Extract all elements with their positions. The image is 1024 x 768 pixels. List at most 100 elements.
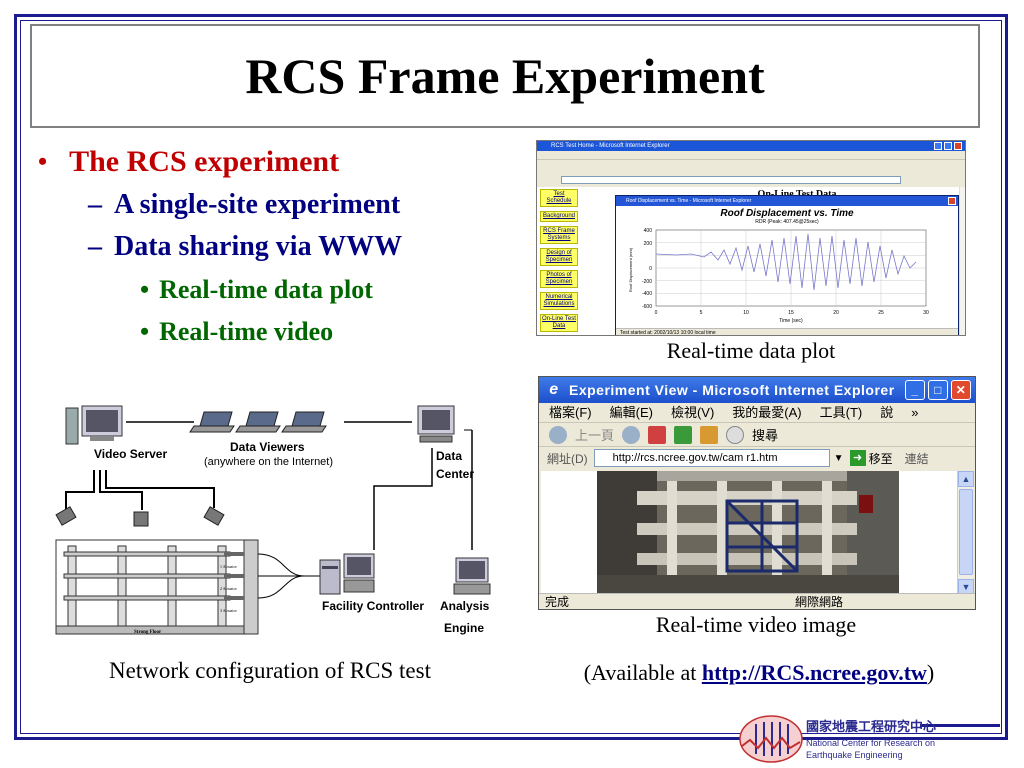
refresh-icon[interactable]	[674, 425, 693, 444]
laptop-icon	[281, 411, 327, 433]
close-button[interactable]	[954, 142, 962, 150]
data-center-label-1: Data	[436, 449, 462, 463]
minimize-button[interactable]: _	[905, 380, 925, 400]
plot-title: Roof Displacement vs. Time	[720, 208, 854, 219]
menu-file[interactable]: 檔案(F)	[549, 405, 592, 420]
analysis-engine-computer-icon	[453, 557, 491, 595]
bullet-level2: – Data sharing via WWW	[88, 231, 508, 263]
scroll-up-icon[interactable]: ▲	[958, 471, 974, 487]
browser-toolbar: 上一頁 搜尋	[539, 423, 975, 447]
browser-menu-bar	[537, 151, 965, 159]
side-menu-item[interactable]: Numerical Simulations	[540, 292, 578, 310]
availability-note: (Available at http://RCS.ncree.gov.tw)	[524, 660, 994, 686]
minimize-button[interactable]	[934, 142, 942, 150]
links-label[interactable]: 連結	[904, 451, 929, 466]
network-caption: Network configuration of RCS test	[109, 658, 431, 683]
bullet-text: The RCS experiment	[69, 145, 340, 178]
logo-english-line2: Earthquake Engineering	[806, 750, 903, 760]
ncree-emblem-icon	[739, 715, 803, 763]
bullet-text: Data sharing via WWW	[114, 231, 403, 262]
rcs-website-link[interactable]: http://RCS.ncree.gov.tw	[701, 660, 927, 685]
camera-icon	[55, 506, 77, 526]
bullet-dot-icon: •	[140, 275, 150, 304]
side-menu-item[interactable]: Background	[540, 211, 578, 222]
live-video-frame	[597, 471, 899, 593]
y-tick: 400	[644, 228, 653, 234]
address-input[interactable]: http://rcs.ncree.gov.tw/cam r1.htm	[593, 449, 830, 467]
facility-controller-label: Facility Controller	[322, 599, 424, 613]
availability-prefix: (Available at	[583, 660, 702, 685]
stop-icon[interactable]	[648, 425, 667, 444]
popup-status-bar: Test started at: 2002/10/13 10:00 local …	[616, 328, 958, 335]
ncree-logo: 國家地震工程研究中心 National Center for Research …	[738, 712, 978, 766]
maximize-button[interactable]	[944, 142, 952, 150]
address-bar: 網址(D) http://rcs.ncree.gov.tw/cam r1.htm…	[539, 447, 975, 469]
x-tick: 5	[700, 310, 703, 316]
side-menu-item[interactable]: Photos of Specimen	[540, 270, 578, 288]
side-menu-item[interactable]: Test Schedule	[540, 189, 578, 207]
x-tick: 20	[833, 310, 839, 316]
bullet-dot-icon: •	[140, 317, 150, 346]
forward-icon[interactable]	[622, 425, 641, 444]
go-button[interactable]: ➜ 移至	[849, 450, 893, 467]
title-box: RCS Frame Experiment	[30, 24, 980, 128]
browser-toolbar	[537, 159, 965, 175]
back-icon[interactable]	[549, 425, 567, 444]
actuator-label: 2 Actuator	[220, 586, 237, 591]
availability-suffix: )	[926, 660, 935, 685]
side-menu-item[interactable]: On-Line Test Data	[540, 314, 578, 332]
analysis-engine-label-1: Analysis	[440, 599, 490, 613]
window-controls: _ □ ✕	[905, 380, 971, 400]
data-viewers-label: Data Viewers	[230, 440, 305, 454]
vertical-scrollbar[interactable]: ▲ ▼	[957, 471, 974, 595]
plot-popup-window: Roof Displacement vs. Time - Microsoft I…	[615, 195, 959, 335]
menu-view[interactable]: 檢視(V)	[670, 405, 715, 420]
bullet-text: A single-site experiment	[114, 189, 401, 220]
close-button[interactable]	[948, 197, 956, 205]
camera-icon	[133, 511, 149, 527]
y-axis-label: Roof Displacement (mm)	[628, 247, 633, 292]
menu-more[interactable]: »	[911, 405, 919, 420]
slide-frame-outer	[14, 14, 1008, 740]
scroll-thumb[interactable]	[959, 489, 973, 575]
address-input[interactable]	[561, 176, 901, 184]
window-title: RCS Test Home - Microsoft Internet Explo…	[551, 143, 670, 149]
y-tick: 0	[649, 266, 652, 272]
network-diagram: Video Server Data Viewers (anywhere on t…	[55, 405, 491, 635]
y-tick: 200	[644, 241, 653, 247]
ie-logo-icon: e	[549, 381, 559, 398]
browser-title-bar: RCS Test Home - Microsoft Internet Explo…	[537, 141, 965, 151]
plot-subtitle: RDR (Peak: 407.45@25sec)	[755, 219, 819, 225]
back-button-label[interactable]: 上一頁	[575, 428, 615, 443]
menu-favorites[interactable]: 我的最愛(A)	[732, 405, 802, 420]
popup-title: Roof Displacement vs. Time - Microsoft I…	[626, 198, 752, 204]
x-tick: 10	[743, 310, 749, 316]
address-label: 網址(D)	[547, 451, 588, 466]
side-menu-item[interactable]: RCS Frame Systems	[540, 226, 578, 244]
home-icon[interactable]	[700, 425, 719, 444]
browser-status-bar: 完成 網際網路	[539, 593, 975, 609]
side-menu-item[interactable]: Design of Specimen	[540, 248, 578, 266]
address-value: http://rcs.ncree.gov.tw/cam r1.htm	[612, 452, 778, 464]
bullet-level1: • The RCS experiment	[38, 145, 508, 179]
close-button[interactable]: ✕	[951, 380, 971, 400]
status-zone: 網際網路	[795, 595, 844, 609]
address-dropdown-icon[interactable]: ▼	[833, 452, 844, 464]
video-server-computer-icon	[65, 405, 123, 445]
maximize-button[interactable]: □	[928, 380, 948, 400]
vertical-scrollbar[interactable]	[959, 187, 965, 335]
y-tick: -200	[642, 279, 652, 285]
data-plot-caption: Real-time data plot	[666, 338, 836, 363]
go-arrow-icon: ➜	[849, 450, 866, 466]
laptop-icon	[189, 411, 235, 433]
menu-edit[interactable]: 編輯(E)	[609, 405, 653, 420]
browser-title-bar: e Experiment View - Microsoft Internet E…	[539, 377, 975, 403]
search-icon[interactable]	[726, 425, 745, 444]
y-tick: -600	[642, 304, 652, 310]
search-button-label[interactable]: 搜尋	[752, 428, 779, 443]
window-title: Experiment View - Microsoft Internet Exp…	[569, 382, 895, 398]
bullet-level3: • Real-time data plot	[140, 275, 508, 305]
actuator-label: 3 Actuator	[220, 608, 237, 613]
menu-help[interactable]: 說	[880, 405, 894, 420]
menu-tools[interactable]: 工具(T)	[819, 405, 863, 420]
